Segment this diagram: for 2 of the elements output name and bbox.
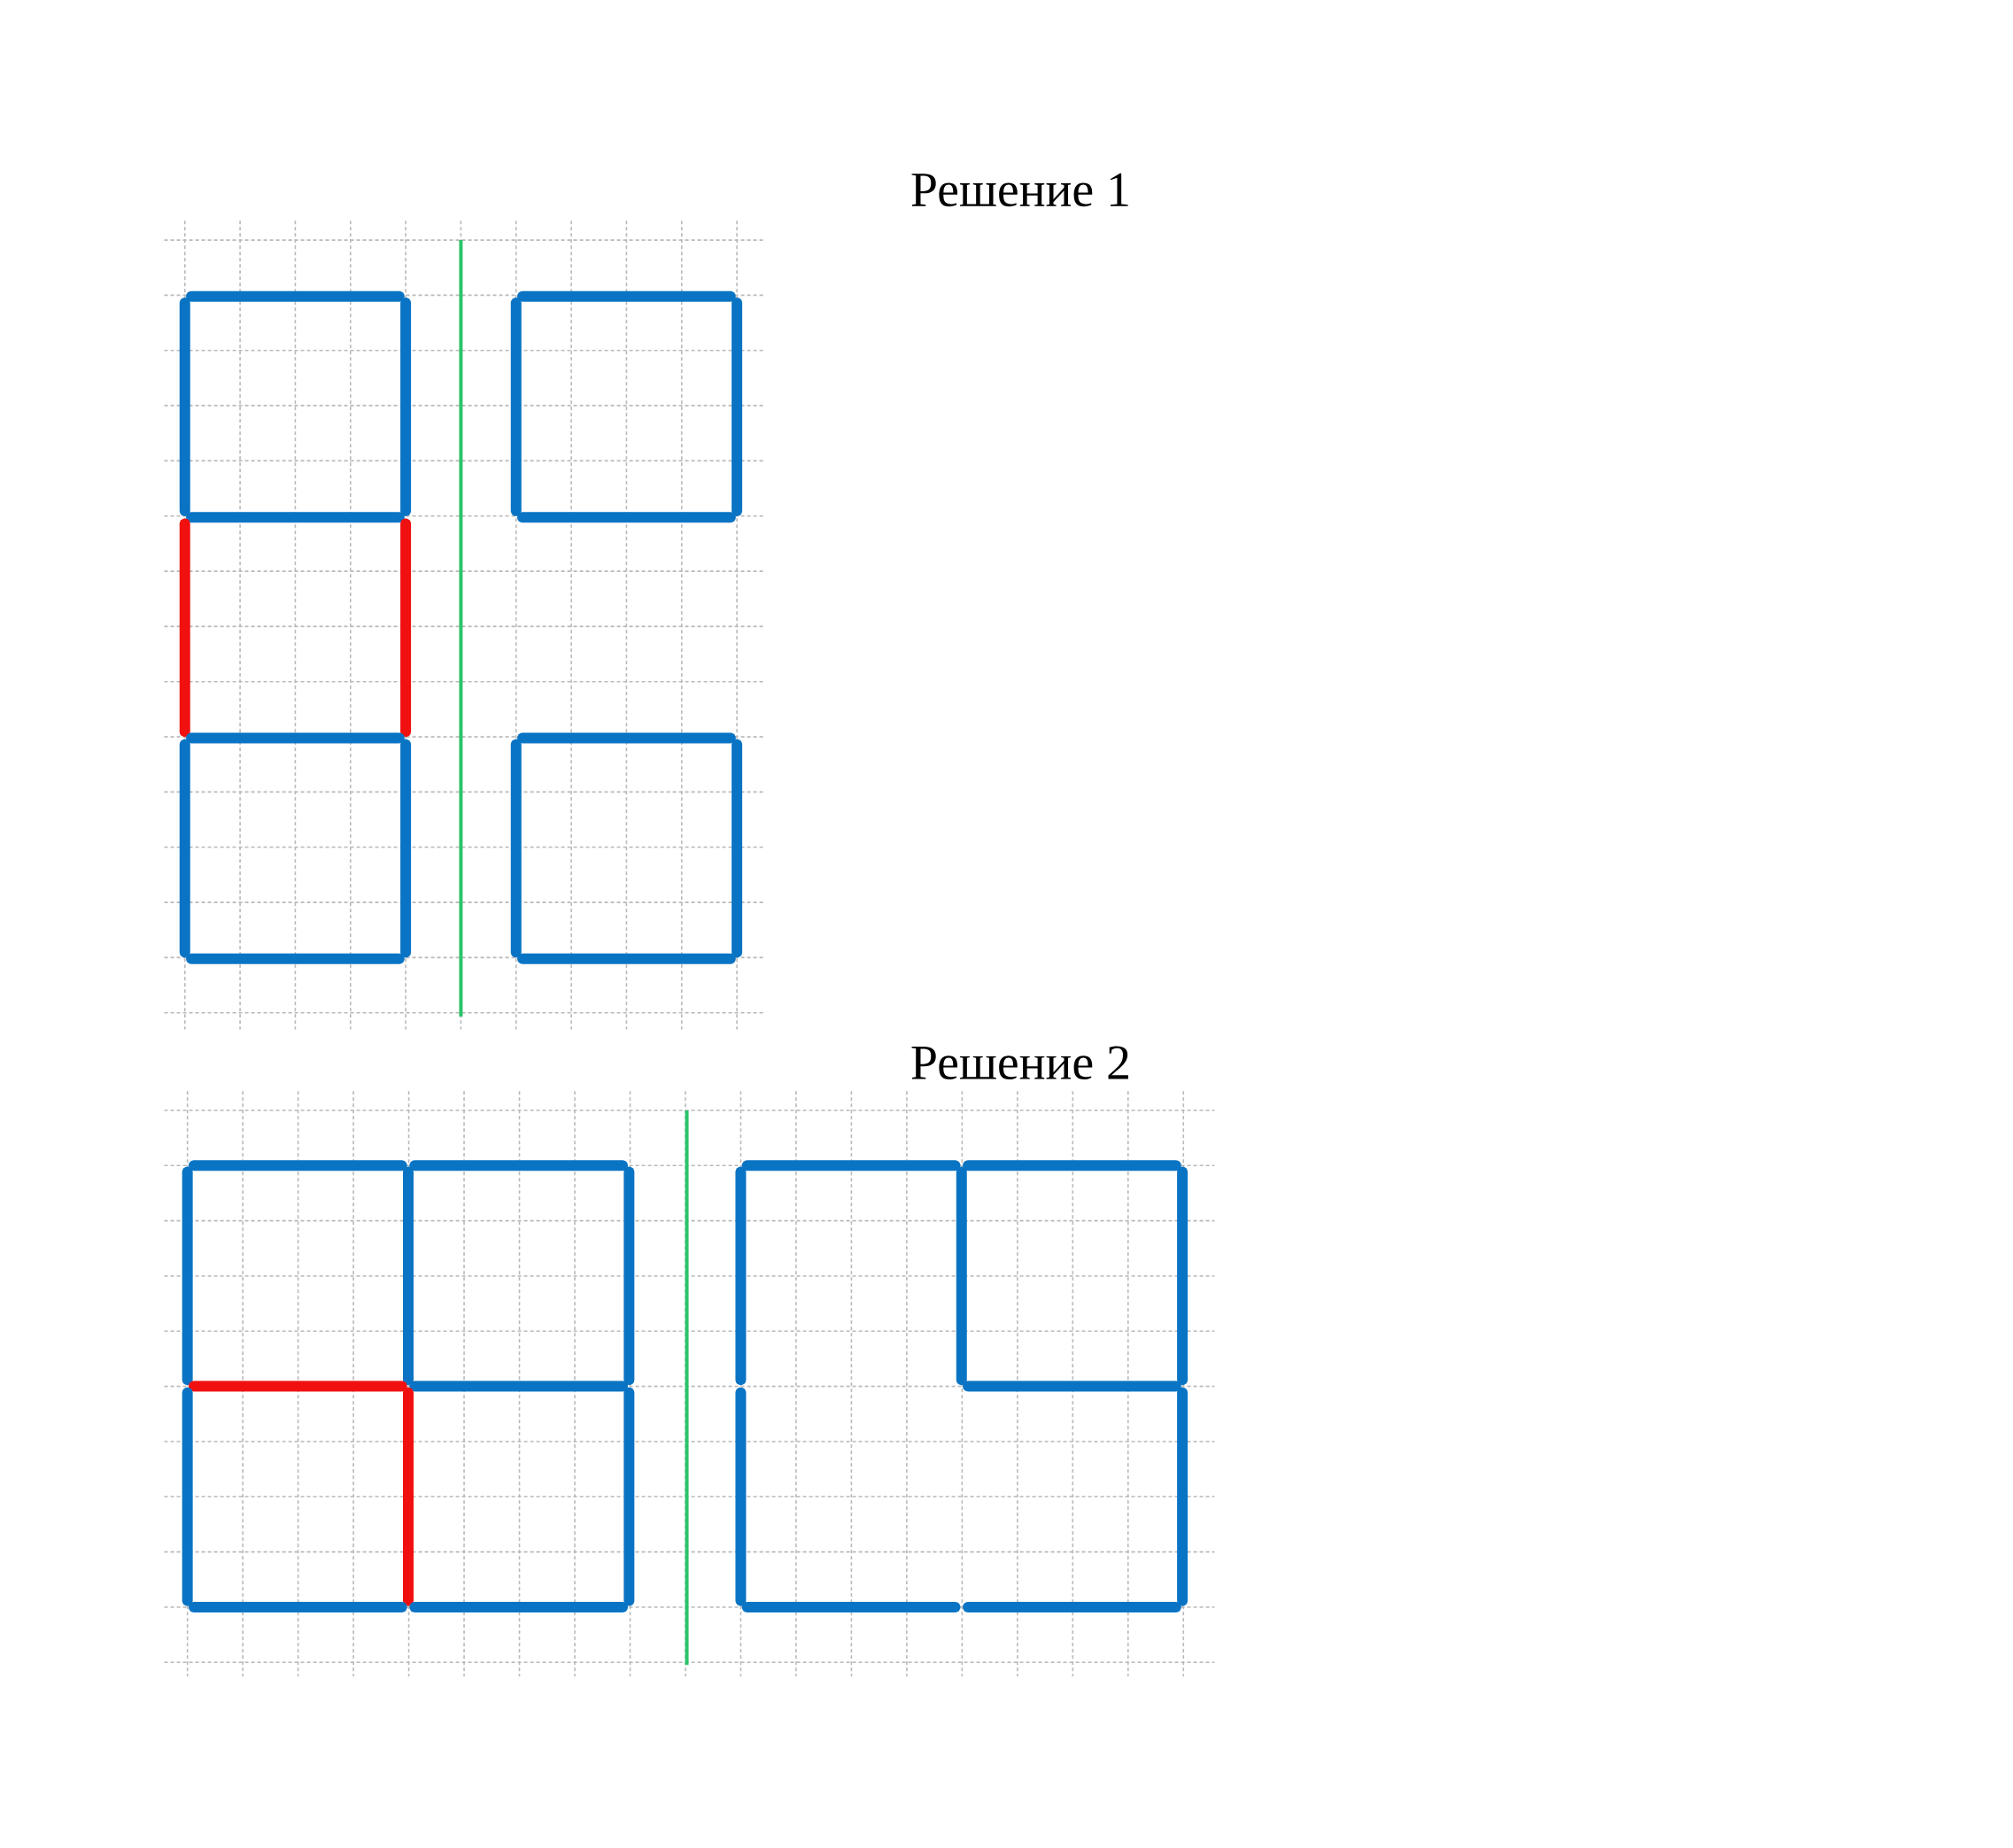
solution-heading: Решение 2 [911, 1046, 1128, 1079]
solution-heading: Решение 1 [911, 173, 1128, 206]
